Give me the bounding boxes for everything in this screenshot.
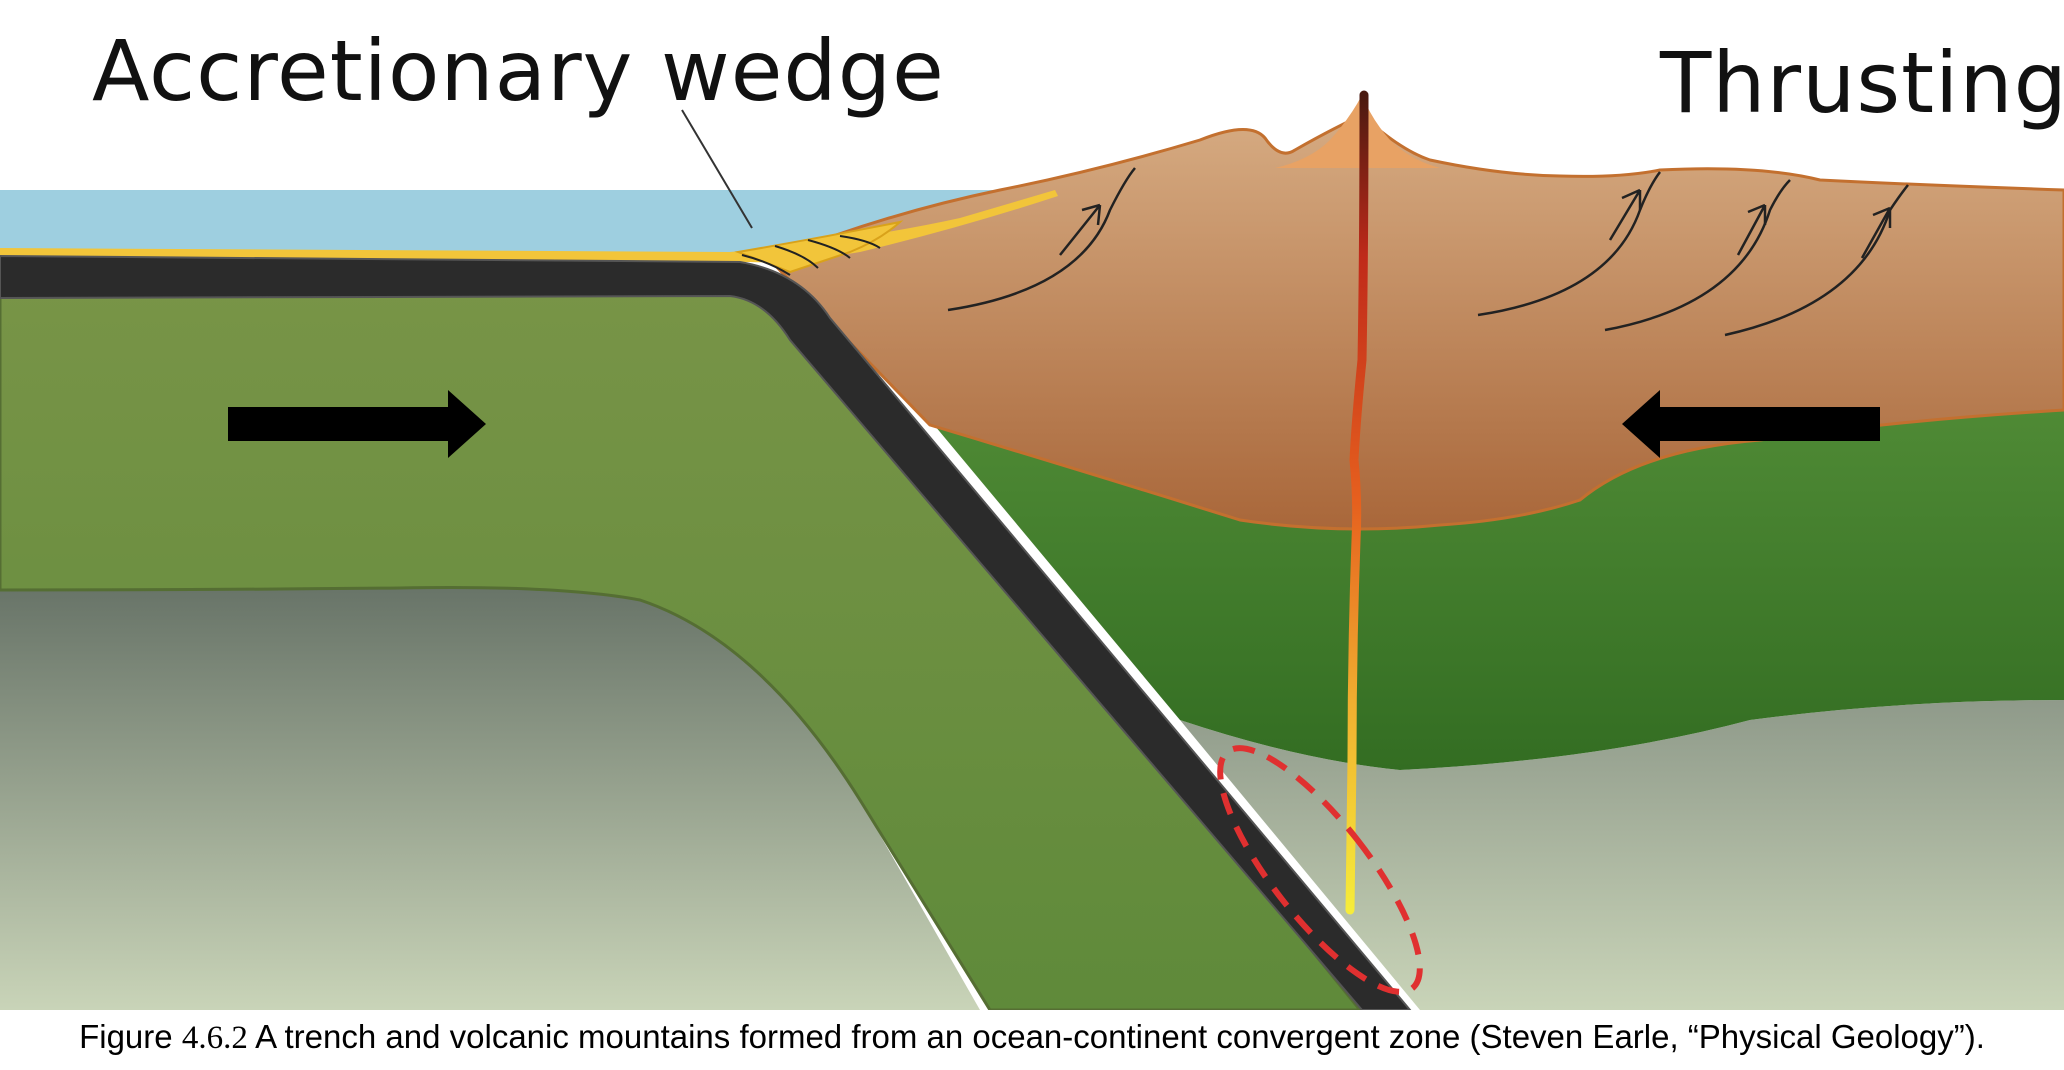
accretionary-wedge-label: Accretionary wedge	[92, 22, 945, 120]
thrust-fault-4	[1724, 184, 1909, 337]
wedge-line-2	[774, 245, 819, 269]
wedge-line-4	[839, 235, 881, 249]
oceanic-crust-slab	[0, 254, 1412, 1010]
arrow-right-icon	[228, 390, 486, 458]
wedge-pointer-line	[681, 109, 753, 229]
wedge-line-3	[807, 239, 851, 259]
thrust-fault-3	[1604, 179, 1791, 332]
arrow-left-icon	[1622, 390, 1880, 458]
caption-prefix: Figure	[79, 1018, 182, 1055]
figure-caption: Figure 4.6.2 A trench and volcanic mount…	[0, 1018, 2064, 1057]
magma-conduit	[1345, 90, 1369, 915]
volcano-cone	[1275, 95, 1440, 168]
mantle-right	[1180, 700, 2064, 1010]
caption-figure-number: 4.6.2	[181, 1020, 248, 1056]
caption-text: A trench and volcanic mountains formed f…	[247, 1018, 1985, 1055]
thrust-arrow-icon	[1860, 206, 1892, 259]
sediment-layer	[0, 190, 1058, 263]
accretionary-wedge-shape	[734, 220, 904, 274]
melt-zone-outline	[1217, 745, 1423, 995]
thrust-arrows	[1059, 188, 1892, 259]
thrust-fault-2	[1477, 171, 1661, 317]
thrusting-label: Thrusting	[1660, 34, 2064, 132]
thrust-faults	[947, 167, 1909, 337]
thrust-fault-1	[947, 167, 1136, 312]
mantle	[0, 587, 980, 1010]
thrust-arrow-icon	[1059, 203, 1102, 256]
thrust-arrow-icon	[1736, 203, 1767, 256]
convergent-zone-diagram	[0, 90, 2064, 1010]
wedge-line-1	[741, 254, 791, 276]
thrust-arrow-icon	[1608, 188, 1642, 241]
